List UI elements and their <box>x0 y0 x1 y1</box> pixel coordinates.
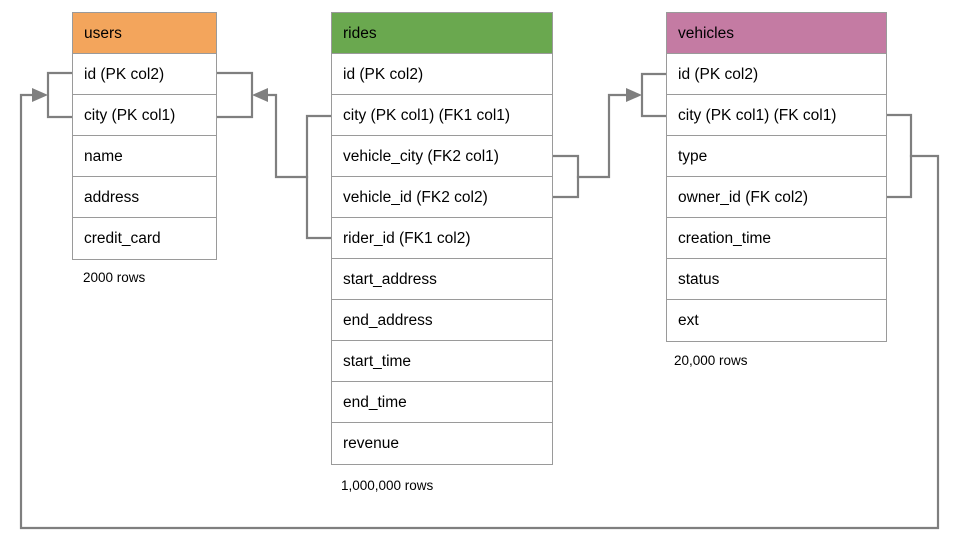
entity-header-vehicles: vehicles <box>667 13 886 54</box>
field-rides-start-address[interactable]: start_address <box>332 259 552 300</box>
field-vehicles-owner-id[interactable]: owner_id (FK col2) <box>667 177 886 218</box>
field-rides-id[interactable]: id (PK col2) <box>332 54 552 95</box>
field-users-name[interactable]: name <box>73 136 216 177</box>
connector-users-right-bracket <box>215 71 254 119</box>
field-users-address[interactable]: address <box>73 177 216 218</box>
field-vehicles-ext[interactable]: ext <box>667 300 886 341</box>
connector-rides-left-bracket <box>305 114 333 240</box>
row-count-vehicles: 20,000 rows <box>674 353 748 368</box>
connector-rides-right-bracket <box>551 154 580 199</box>
field-rides-vehicle-city[interactable]: vehicle_city (FK2 col1) <box>332 136 552 177</box>
field-rides-rider-id[interactable]: rider_id (FK1 col2) <box>332 218 552 259</box>
connector-users-left-bracket <box>46 71 74 119</box>
field-rides-start-time[interactable]: start_time <box>332 341 552 382</box>
connector-vehicles-to-users-stem <box>19 93 940 530</box>
entity-header-users: users <box>73 13 216 54</box>
field-vehicles-status[interactable]: status <box>667 259 886 300</box>
field-rides-revenue[interactable]: revenue <box>332 423 552 464</box>
connector-vehicles-right-bracket <box>885 113 913 199</box>
field-vehicles-type[interactable]: type <box>667 136 886 177</box>
field-rides-end-address[interactable]: end_address <box>332 300 552 341</box>
row-count-rides: 1,000,000 rows <box>341 478 434 493</box>
entity-table-rides[interactable]: rides id (PK col2) city (PK col1) (FK1 c… <box>331 12 553 465</box>
arrowhead-vehicles-to-users <box>32 88 48 102</box>
field-rides-vehicle-id[interactable]: vehicle_id (FK2 col2) <box>332 177 552 218</box>
row-count-users: 2000 rows <box>83 270 146 285</box>
connector-rides-to-vehicles-stem <box>576 93 638 179</box>
entity-table-vehicles[interactable]: vehicles id (PK col2) city (PK col1) (FK… <box>666 12 887 342</box>
field-users-city[interactable]: city (PK col1) <box>73 95 216 136</box>
field-vehicles-city[interactable]: city (PK col1) (FK col1) <box>667 95 886 136</box>
entity-header-rides: rides <box>332 13 552 54</box>
field-rides-city[interactable]: city (PK col1) (FK1 col1) <box>332 95 552 136</box>
entity-table-users[interactable]: users id (PK col2) city (PK col1) name a… <box>72 12 217 260</box>
field-vehicles-id[interactable]: id (PK col2) <box>667 54 886 95</box>
connector-rides-to-users-stem <box>256 93 309 179</box>
arrowhead-rides-to-vehicles <box>626 88 642 102</box>
field-users-credit-card[interactable]: credit_card <box>73 218 216 259</box>
field-vehicles-creation-time[interactable]: creation_time <box>667 218 886 259</box>
connector-vehicles-left-bracket <box>640 72 668 118</box>
field-rides-end-time[interactable]: end_time <box>332 382 552 423</box>
field-users-id[interactable]: id (PK col2) <box>73 54 216 95</box>
arrowhead-rides-to-users <box>252 88 268 102</box>
